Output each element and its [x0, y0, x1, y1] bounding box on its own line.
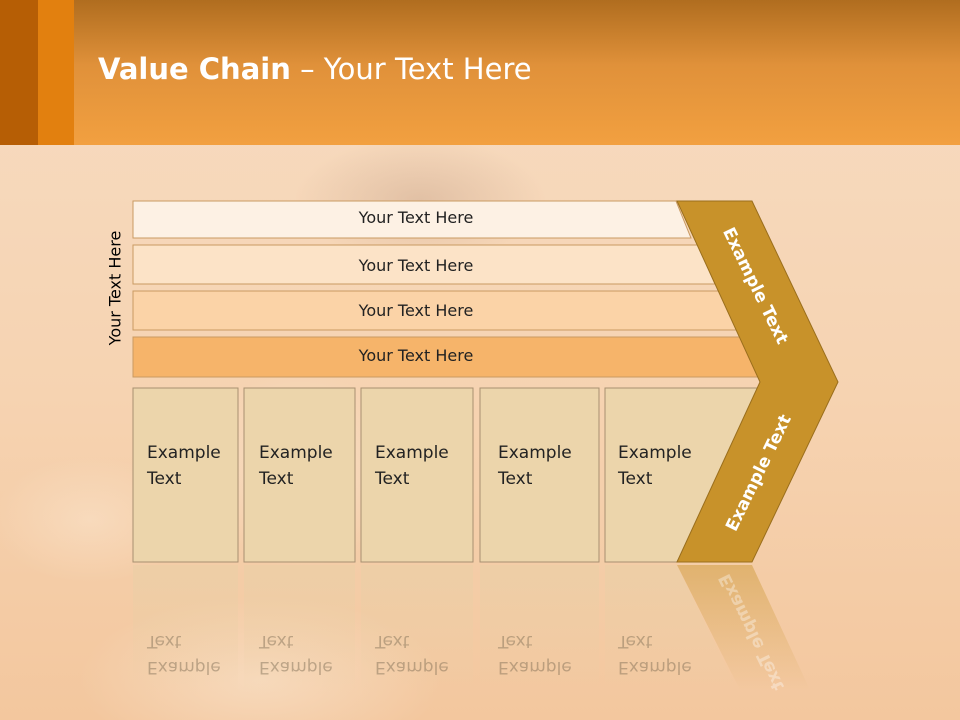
support-row-1-label: Your Text Here: [358, 208, 474, 227]
support-row-1: [132, 200, 692, 239]
side-axis-label: Your Text Here: [105, 230, 125, 346]
chevron-reflection: [677, 565, 810, 690]
margin-chevron: [676, 200, 839, 563]
support-row-4-label: Your Text Here: [358, 346, 474, 365]
box-reflection: [133, 565, 238, 695]
box-reflection: [244, 565, 355, 695]
box-reflection: [361, 565, 473, 695]
slide-title: Value Chain – Your Text Here: [98, 52, 532, 86]
header-bar: Value Chain – Your Text Here: [0, 0, 960, 145]
primary-box-3: [360, 387, 474, 563]
box-reflection: [605, 565, 740, 695]
primary-box-2: [243, 387, 356, 563]
primary-box-4: [479, 387, 600, 563]
box-reflection: [480, 565, 599, 695]
header-accent-stripe: [0, 0, 38, 145]
support-row-2-label: Your Text Here: [358, 256, 474, 275]
primary-box-1: [132, 387, 239, 563]
support-row-3-label: Your Text Here: [358, 301, 474, 320]
header-accent-stripe: [38, 0, 74, 145]
